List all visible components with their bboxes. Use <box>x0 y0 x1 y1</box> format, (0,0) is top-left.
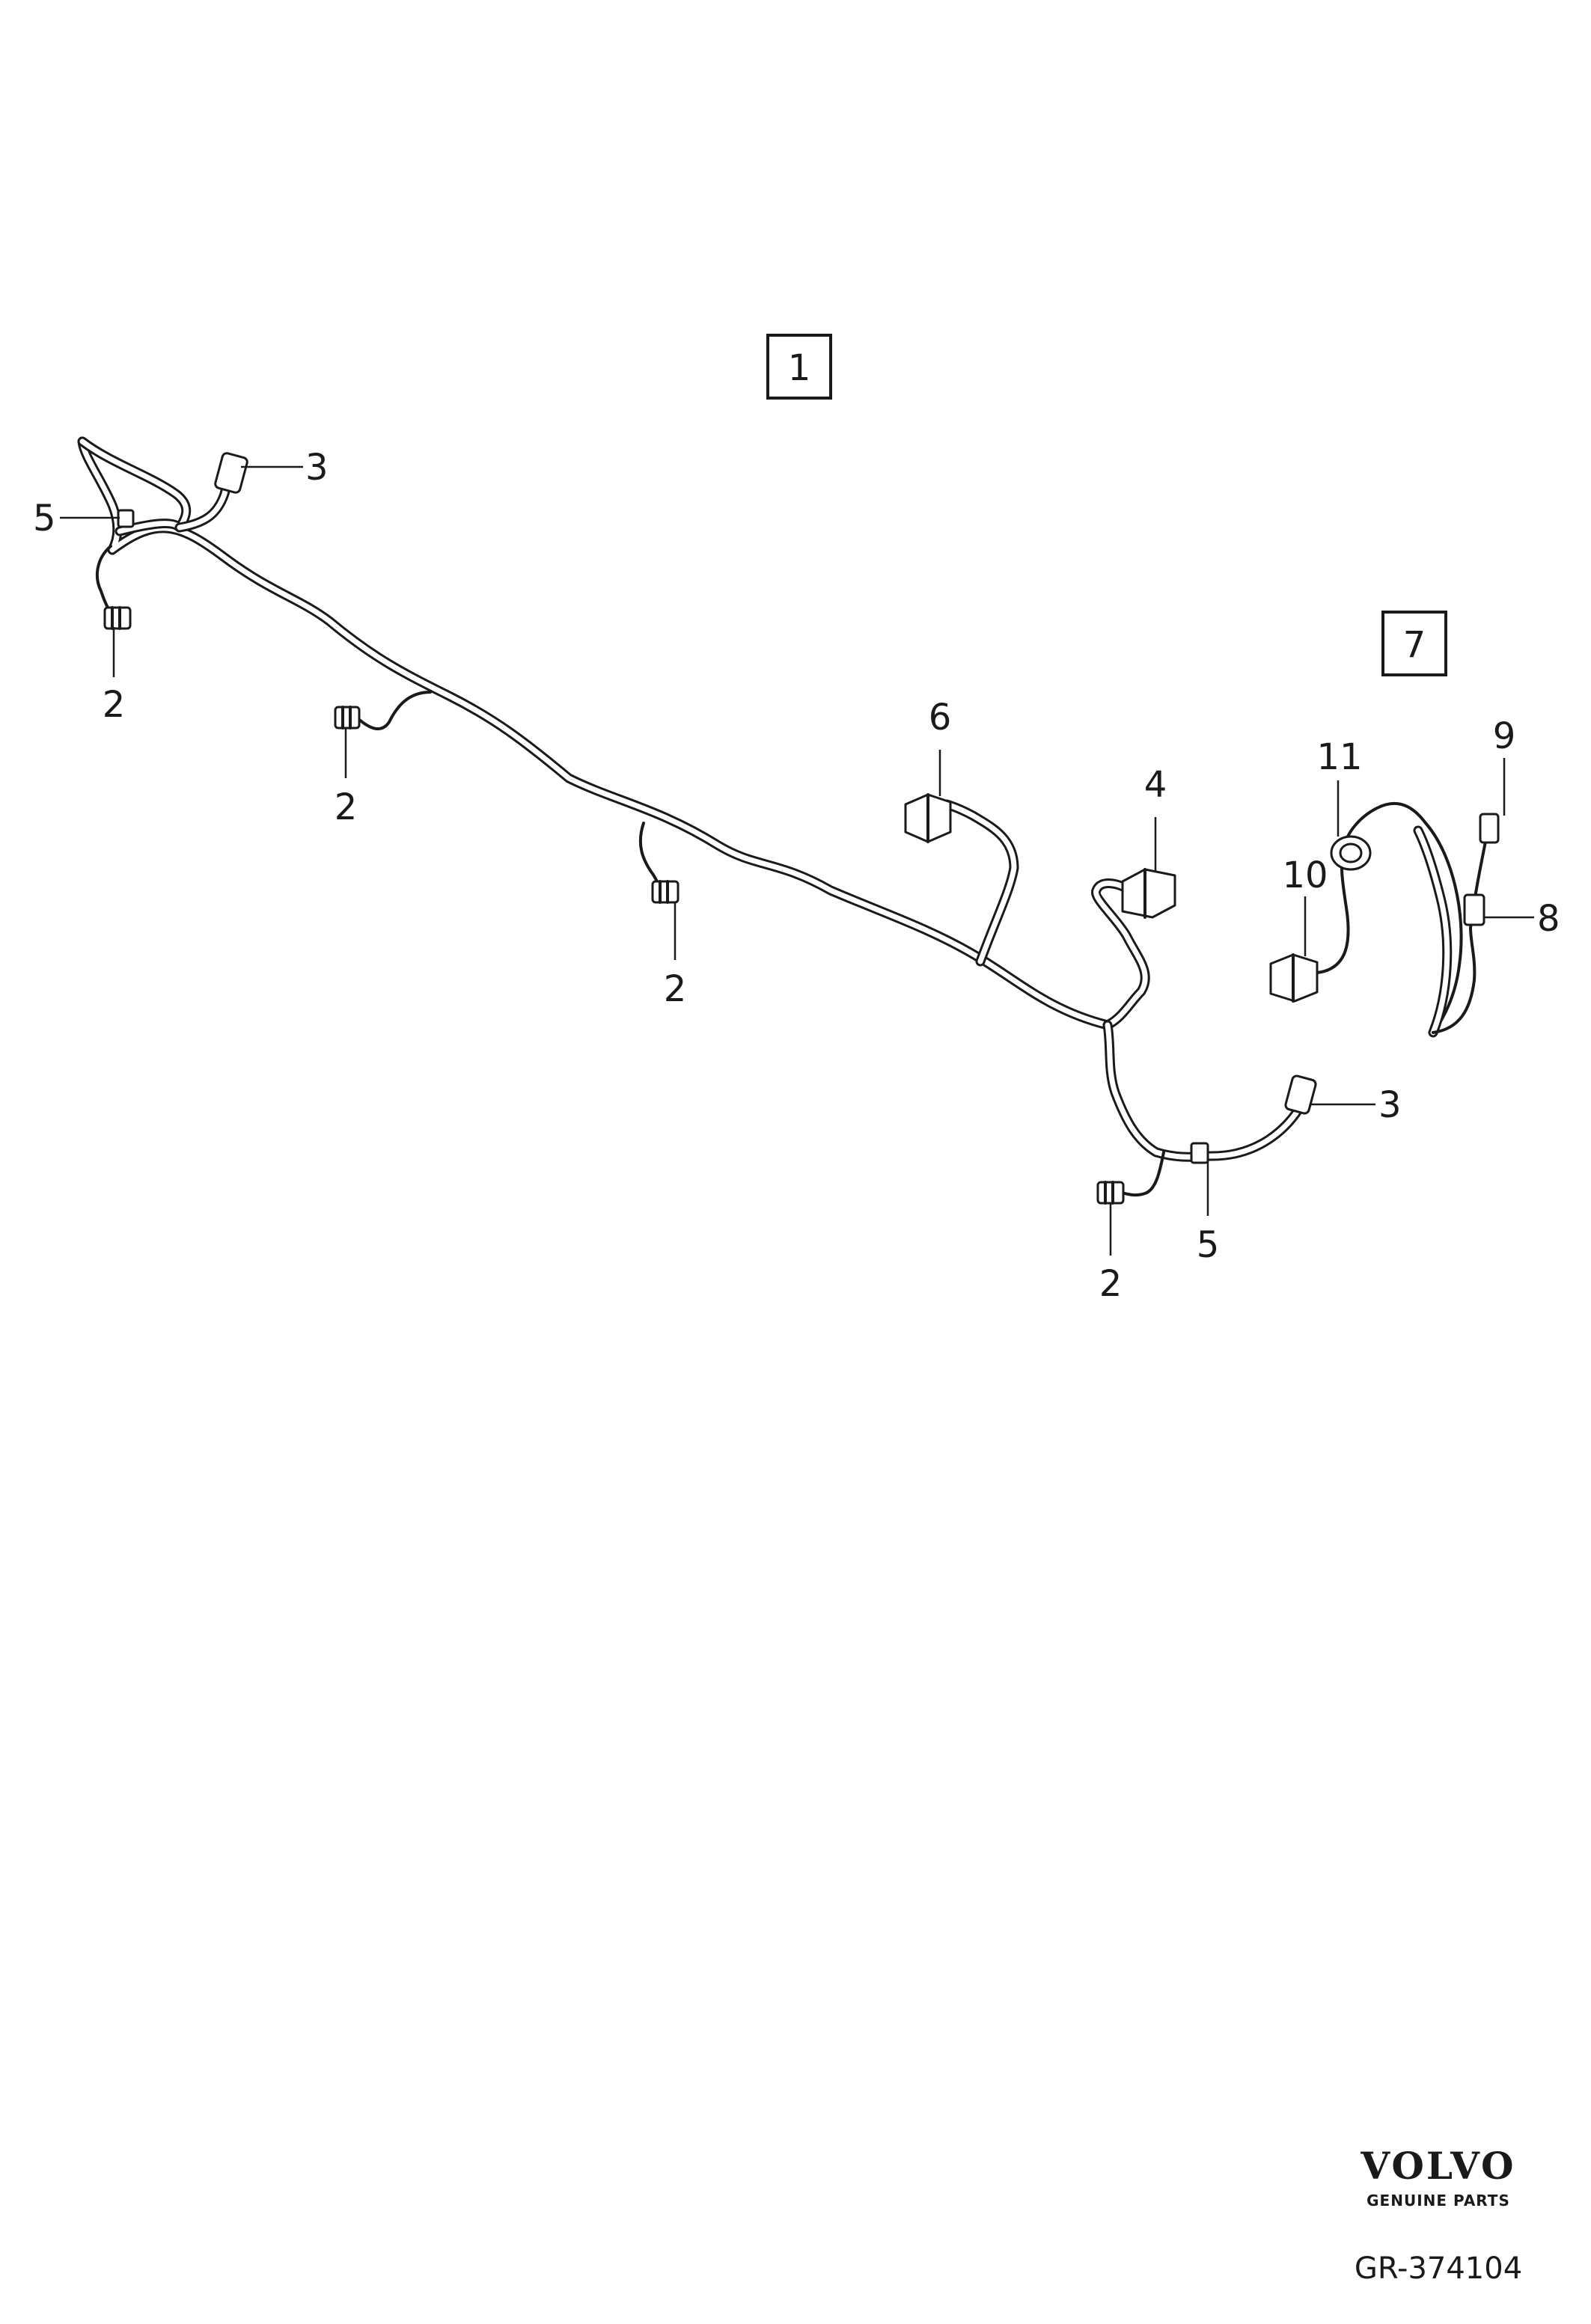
connector-3-right <box>1284 1074 1317 1115</box>
assembly-number-1: 1 <box>788 347 811 389</box>
callout-3-right: 3 <box>1378 1084 1402 1126</box>
callout-10: 10 <box>1282 854 1328 896</box>
callout-8: 8 <box>1537 898 1560 940</box>
connector-8 <box>1463 893 1485 926</box>
connector-6 <box>904 793 952 843</box>
assembly-number-7: 7 <box>1403 624 1426 666</box>
sensor-2-far-left <box>103 606 132 630</box>
connector-9 <box>1479 813 1500 844</box>
connector-4 <box>1121 868 1176 919</box>
main-wiring-harness <box>77 436 1317 1205</box>
clip-5-right <box>1190 1142 1209 1164</box>
callout-2-d: 2 <box>1099 1263 1123 1305</box>
sensor-2-middle <box>651 880 680 904</box>
volvo-branding: VOLVO GENUINE PARTS GR-374104 <box>1355 2144 1522 2286</box>
clip-5-left <box>117 509 135 528</box>
connector-3-left <box>214 452 248 494</box>
callout-2-b: 2 <box>335 786 358 828</box>
callout-9: 9 <box>1493 715 1516 757</box>
callout-5-right: 5 <box>1197 1224 1220 1266</box>
callout-2-a: 2 <box>103 684 126 726</box>
callout-4: 4 <box>1144 764 1167 806</box>
connector-10 <box>1269 953 1319 1003</box>
callout-2-c: 2 <box>664 968 687 1010</box>
callout-6: 6 <box>929 697 952 739</box>
drawing-code: GR-374104 <box>1355 2251 1522 2286</box>
assembly-box-1: 1 <box>766 334 832 400</box>
callout-3-left: 3 <box>305 447 329 489</box>
assembly-box-7: 7 <box>1381 611 1447 676</box>
sensor-2-right <box>1096 1181 1125 1205</box>
sensor-2-second <box>334 706 361 730</box>
volvo-logo: VOLVO <box>1360 2144 1515 2188</box>
callout-5-left: 5 <box>33 498 56 539</box>
grommet-11 <box>1330 835 1372 871</box>
genuine-parts-tagline: GENUINE PARTS <box>1366 2192 1510 2210</box>
harness-assembly-7 <box>1269 801 1500 1038</box>
callout-11: 11 <box>1316 736 1362 778</box>
callouts: 3 5 2 2 2 6 4 3 5 2 11 9 10 8 <box>33 447 1560 1305</box>
